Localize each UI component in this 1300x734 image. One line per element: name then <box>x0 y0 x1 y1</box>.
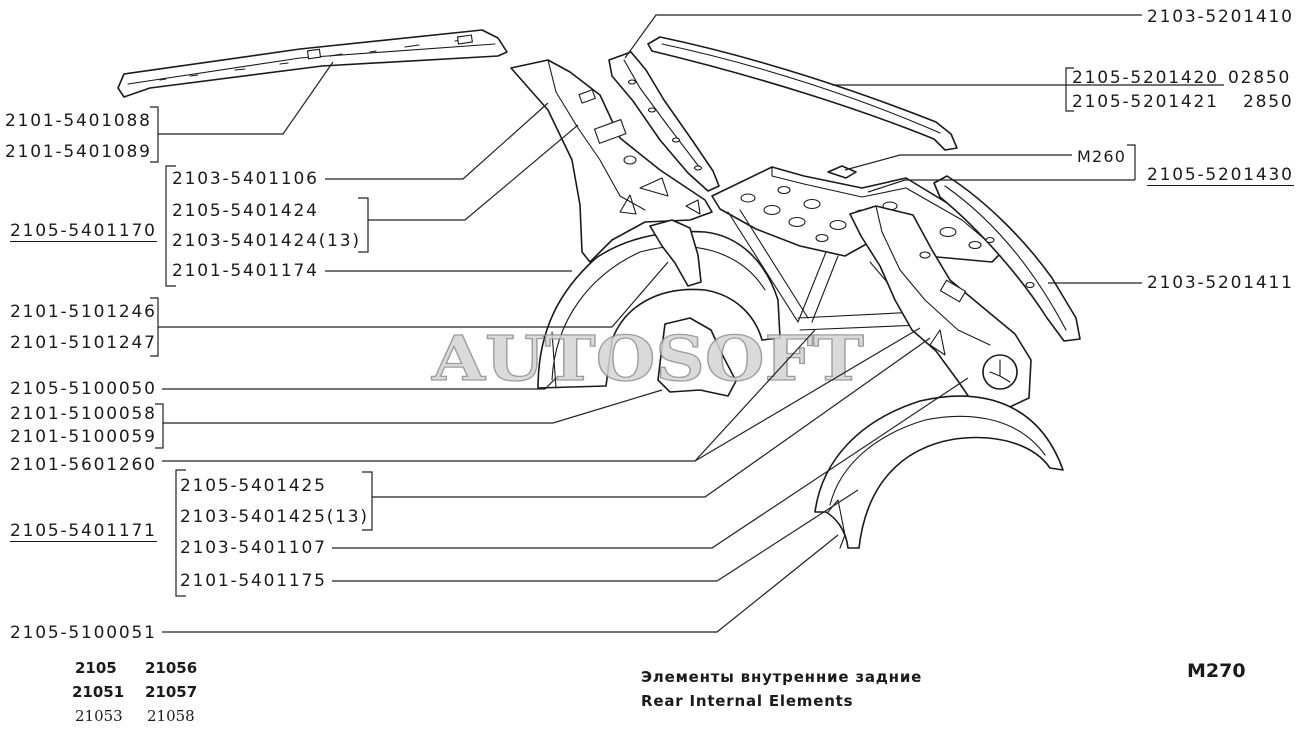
callout-label: 2101-5101246 <box>10 302 157 322</box>
bracket-5401171-group <box>175 469 186 597</box>
part-right-wheel-arch <box>814 395 1064 549</box>
leader-line <box>372 337 931 498</box>
leader-line <box>325 102 549 180</box>
callout-label: 2105-5401424 <box>172 201 319 221</box>
leader-line <box>332 489 859 582</box>
callout-label: 2101-5601260 <box>10 455 157 475</box>
part-left-pillar <box>608 51 720 192</box>
callout-label: 2101-5100059 <box>10 427 157 447</box>
callout-variant: 2850 <box>1243 92 1294 112</box>
model-code: 2105 <box>75 659 117 677</box>
model-code: 21056 <box>145 659 198 677</box>
callout-label: 2101-5401089 <box>5 142 152 162</box>
callout-label: 2103-5401106 <box>172 169 319 189</box>
part-right-pillar <box>933 175 1081 342</box>
leader-line <box>163 389 663 424</box>
leader-line <box>867 179 1135 193</box>
callout-label: 2101-5401088 <box>5 111 152 131</box>
callout-label: 2105-5401425 <box>180 476 327 496</box>
callout-label: 2103-5401424(13) <box>172 231 361 251</box>
callout-assembly-label: 2105-5401171 <box>10 521 157 542</box>
part-right-inner-panel <box>849 205 1032 412</box>
leader-line <box>332 377 969 549</box>
callout-variant: 02850 <box>1228 68 1292 88</box>
bracket-5401424 <box>358 197 369 253</box>
caption-english: Rear Internal Elements <box>641 692 854 710</box>
callout-label: 2103-5201410 <box>1147 7 1294 27</box>
bracket-5401170-group <box>165 165 176 287</box>
leader-line <box>158 61 334 135</box>
callout-label: 2103-5201411 <box>1147 273 1294 293</box>
leader-line <box>162 534 839 633</box>
watermark: AUTOSOFT <box>431 322 864 395</box>
part-left-arch-bracket <box>649 219 702 287</box>
bracket-5100058-059 <box>155 403 164 449</box>
caption-russian: Элементы внутренние задние <box>641 668 923 686</box>
model-code: 21051 <box>72 683 125 701</box>
callout-label: 2103-5401107 <box>180 538 327 558</box>
page-code: M270 <box>1187 660 1246 682</box>
part-roof-rail-short <box>117 29 508 98</box>
callout-label: 2101-5101247 <box>10 333 157 353</box>
cross-reference-label: M260 <box>1077 147 1127 166</box>
model-code: 21058 <box>147 707 195 725</box>
leader-line <box>844 154 1072 171</box>
part-left-c-pillar-panel <box>510 59 713 263</box>
callout-assembly-label: 2105-5401170 <box>10 221 157 242</box>
part-left-floor-piece <box>657 317 737 397</box>
callout-label: 2105-5201420 <box>1072 68 1219 88</box>
leader-line <box>624 14 1142 59</box>
leader-line <box>162 377 557 390</box>
leader-lines <box>158 14 1224 633</box>
model-code: 21057 <box>145 683 198 701</box>
bracket-5201420-421 <box>1065 67 1074 112</box>
callout-label: 2101-5100058 <box>10 404 157 424</box>
callout-label: 2101-5401174 <box>172 261 319 281</box>
callout-label: 2101-5401175 <box>180 571 327 591</box>
model-code: 21053 <box>75 707 123 725</box>
callout-label: 2105-5100051 <box>10 623 157 643</box>
callout-label: 2103-5401425(13) <box>180 507 369 527</box>
callout-label: 2105-5100050 <box>10 379 157 399</box>
bracket-ref <box>1127 144 1136 180</box>
leader-line <box>158 261 669 328</box>
part-rear-roof-rail-long <box>647 36 958 151</box>
callout-label: 2105-5201421 <box>1072 92 1219 112</box>
leader-line <box>368 124 579 221</box>
callout-assembly-label: 2105-5201430 <box>1147 165 1294 186</box>
leader-line <box>694 327 921 462</box>
bracket-5401425 <box>362 471 373 531</box>
